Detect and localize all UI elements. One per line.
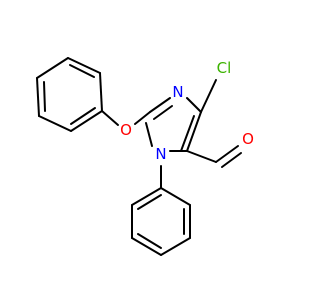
- bond: [131, 237, 162, 256]
- bond: [38, 115, 72, 132]
- bond: [67, 57, 101, 74]
- chlorine-atom-label: Cl: [217, 59, 232, 77]
- aromatic-bond-inner: [137, 233, 162, 249]
- double-bond-inner: [180, 115, 195, 152]
- aromatic-bond-inner: [43, 81, 46, 112]
- bond: [186, 150, 217, 163]
- bond: [101, 110, 119, 126]
- aromatic-bond-inner: [70, 107, 96, 125]
- bond: [145, 122, 153, 147]
- aromatic-bond-inner: [137, 194, 162, 210]
- bond: [160, 237, 191, 256]
- bond: [134, 111, 151, 125]
- nitrogen-atom-label: N: [155, 145, 166, 163]
- bond: [186, 111, 202, 152]
- oxygen-atom-label: O: [242, 130, 254, 148]
- bond: [99, 72, 103, 112]
- bond: [160, 187, 191, 206]
- aromatic-bond-inner: [69, 64, 95, 78]
- bond: [149, 97, 171, 113]
- bond: [70, 110, 103, 132]
- nitrogen-atom-label: N: [172, 83, 183, 101]
- double-bond-inner: [153, 105, 173, 120]
- bond: [131, 187, 162, 206]
- bond: [215, 145, 239, 163]
- bond: [200, 79, 217, 113]
- n-phenyl-ring: [131, 187, 191, 256]
- bond: [36, 57, 69, 79]
- imidazole-ring: [145, 97, 202, 152]
- molecule-structure: Cl N O N O: [36, 57, 254, 256]
- oxygen-atom-label: O: [120, 121, 132, 139]
- bond: [36, 77, 40, 117]
- bond: [186, 97, 202, 113]
- double-bond-inner: [221, 152, 242, 168]
- phenoxy-ring: [36, 57, 103, 132]
